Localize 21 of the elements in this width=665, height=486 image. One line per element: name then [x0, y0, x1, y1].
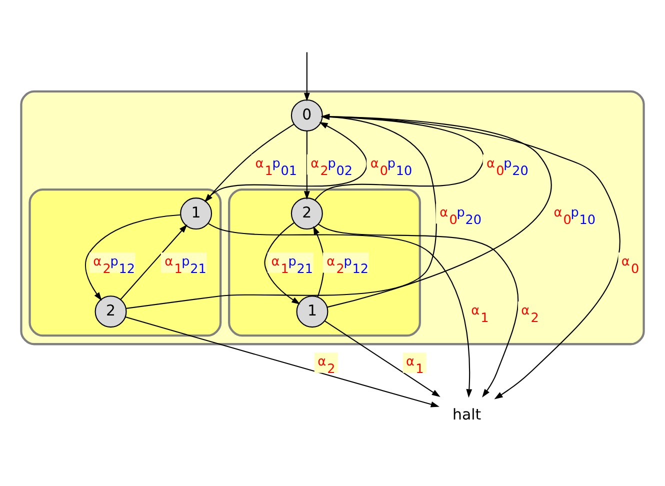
arrow	[314, 114, 484, 200]
arrow	[304, 131, 310, 200]
cluster	[228, 188, 421, 337]
node-text: halt	[452, 405, 482, 424]
arrow	[324, 320, 440, 398]
arrow	[85, 214, 180, 301]
arrow	[264, 222, 300, 304]
arrow	[120, 224, 188, 300]
arrow	[318, 224, 519, 398]
node-circle: 1	[296, 296, 328, 328]
node-circle: 2	[94, 296, 127, 328]
arrow	[208, 223, 472, 398]
arrow	[125, 316, 440, 408]
node-circle: 1	[180, 198, 212, 230]
node-circle: 0	[290, 99, 323, 132]
cluster	[28, 188, 222, 337]
arrow	[304, 52, 310, 102]
arrow	[204, 122, 368, 201]
arrow	[126, 114, 437, 309]
node-circle: 2	[290, 198, 323, 230]
cluster	[20, 90, 645, 346]
